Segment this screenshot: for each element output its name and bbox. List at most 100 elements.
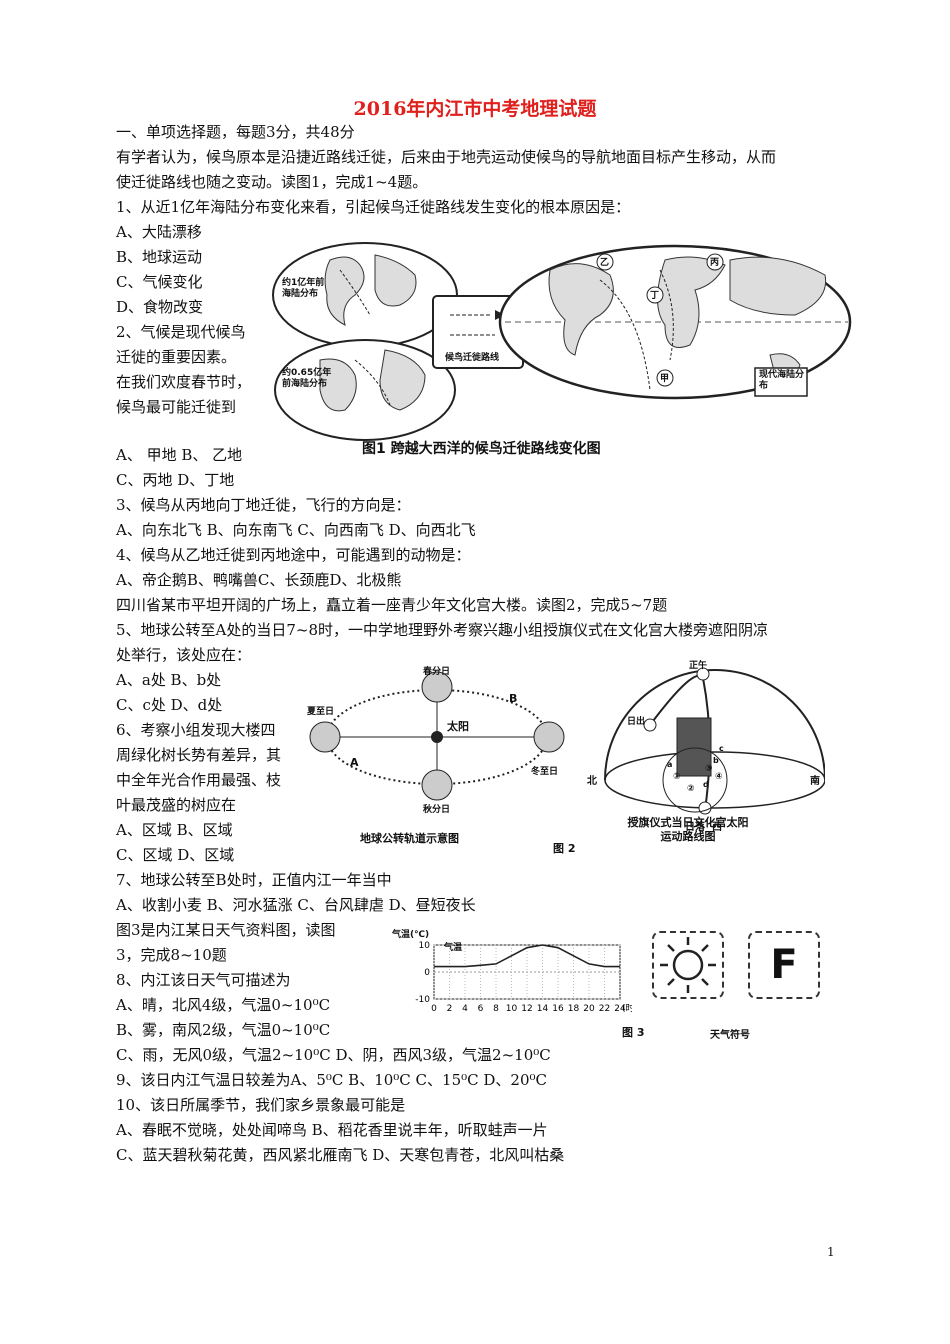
option: C、蓝天碧秋菊花黄，西风紧北雁南飞 D、天寒包青苍，北风叫枯桑	[116, 1146, 565, 1164]
question-5: 5、地球公转至A处的当日7~8时，一中学地理野外考察兴趣小组授旗仪式在文化宫大楼…	[116, 621, 769, 639]
chart-series-label: 气温	[444, 943, 463, 953]
page-number: 1	[827, 1245, 835, 1259]
question-2: 候鸟最可能迁徙到	[116, 398, 237, 416]
y-tick-label: -10	[415, 995, 430, 1005]
zone-a: a	[667, 760, 673, 769]
label-b: B	[509, 692, 518, 705]
label-spring-equinox: 春分日	[423, 667, 451, 677]
x-tick-label: 20	[583, 1004, 595, 1014]
question-6: 6、考察小组发现大楼四	[116, 721, 276, 739]
x-tick-label: 18	[568, 1004, 580, 1014]
zone-c: c	[719, 744, 724, 753]
question-6: 叶最茂盛的树应在	[116, 796, 237, 814]
figure-3-number: 图 3	[622, 1026, 645, 1039]
place-ding: 丁	[650, 291, 660, 301]
option: A、帝企鹅B、鸭嘴兽C、长颈鹿D、北极熊	[116, 571, 402, 589]
label-sunset: 日落	[685, 822, 705, 833]
option: C、雨，无风0级，气温2~10⁰C D、阴，西风3级，气温2~10⁰C	[116, 1046, 551, 1064]
label-south: 南	[810, 776, 820, 787]
option: A、春眠不觉晓，处处闻啼鸟 B、稻花香里说丰年，听取蛙声一片	[116, 1121, 548, 1139]
chart-ylabel: 气温(℃)	[392, 930, 430, 940]
intro-text: 3，完成8~10题	[116, 946, 227, 964]
intro-text: 四川省某市平坦开阔的广场上，矗立着一座青少年文化宫大楼。读图2，完成5~7题	[116, 596, 668, 614]
question-10: 10、该日所属季节，我们家乡景象最可能是	[116, 1096, 406, 1114]
option: C、区域 D、区域	[116, 846, 235, 864]
weather-symbol-label: 天气符号	[710, 1030, 750, 1041]
x-tick-label: 24	[614, 1004, 626, 1014]
intro-text: 有学者认为，候鸟原本是沿捷近路线迁徙，后来由于地壳运动使候鸟的导航地面目标产生移…	[116, 148, 777, 166]
label-sun: 太阳	[447, 720, 469, 733]
figure-1-migration-map: 约1亿年前海陆分布 约0.65亿年前海陆分布 候鸟迁徙路线 现代海陆分布 乙 丙…	[270, 240, 852, 470]
question-9: 9、该日内江气温日较差为A、5⁰C B、10⁰C C、15⁰C D、20⁰C	[116, 1071, 547, 1089]
intro-text: 使迁徙路线也随之变动。读图1，完成1~4题。	[116, 173, 428, 191]
figure-2-left-caption: 地球公转轨道示意图	[360, 832, 459, 845]
option: D、食物改变	[116, 298, 204, 316]
question-4: 4、候鸟从乙地迁徙到丙地途中，可能遇到的动物是：	[116, 546, 471, 564]
zone-4: ④	[715, 772, 723, 782]
x-tick-label: 16	[552, 1004, 564, 1014]
temperature-series-line	[434, 944, 620, 968]
label-migration-route: 候鸟迁徙路线	[445, 353, 500, 363]
x-tick-label: 22	[599, 1004, 610, 1014]
zone-3: ③	[705, 764, 713, 774]
x-tick-label: 12	[521, 1004, 532, 1014]
question-7: 7、地球公转至B处时，正值内江一年当中	[116, 871, 392, 889]
question-3: 3、候鸟从丙地向丁地迁徙，飞行的方向是：	[116, 496, 411, 514]
sun-icon	[660, 937, 716, 993]
x-tick-label: 10	[506, 1004, 518, 1014]
question-5: 处举行，该处应在：	[116, 646, 252, 664]
option: B、雾，南风2级，气温0~10⁰C	[116, 1021, 331, 1039]
section-heading: 一、单项选择题，每题3分，共48分	[116, 123, 355, 141]
question-2: 迁徙的重要因素。	[116, 348, 237, 366]
page-title: 2016年内江市中考地理试题	[353, 98, 597, 120]
label-winter-solstice: 冬至日	[531, 767, 559, 777]
question-2: 在我们欢度春节时，	[116, 373, 252, 391]
zone-d: d	[703, 780, 709, 789]
label-autumn-equinox: 秋分日	[423, 805, 451, 815]
label-sunrise: 日出	[627, 717, 646, 727]
figure-2: 春分日 夏至日 秋分日 冬至日 太阳 A B 正午 日出 北 南 日落 西 a …	[305, 660, 825, 855]
wind-symbol-box: F	[748, 931, 820, 999]
y-tick-label: 0	[424, 968, 430, 978]
question-8: 8、内江该日天气可描述为	[116, 971, 291, 989]
option: A、向东北飞 B、向东南飞 C、向西南飞 D、向西北飞	[116, 521, 476, 539]
zone-1: ①	[673, 772, 681, 782]
option: A、收割小麦 B、河水猛涨 C、台风肆虐 D、昼短夜长	[116, 896, 476, 914]
label-north: 北	[587, 776, 597, 787]
option: A、a处 B、b处	[116, 671, 222, 689]
question-6: 周绿化树长势有差异，其	[116, 746, 282, 764]
x-tick-label: 14	[537, 1004, 549, 1014]
figure-2-number: 图 2	[553, 842, 576, 855]
label-modern: 现代海陆分布	[759, 370, 805, 391]
label-100ma: 约1亿年前海陆分布	[282, 278, 325, 299]
option: B、地球运动	[116, 248, 203, 266]
zone-b: b	[713, 756, 719, 765]
x-tick-label: 4	[462, 1004, 468, 1014]
option: C、丙地 D、丁地	[116, 471, 235, 489]
place-jia: 甲	[660, 374, 670, 384]
intro-text: 图3是内江某日天气资料图，读图	[116, 921, 336, 939]
x-tick-label: 8	[493, 1004, 499, 1014]
label-noon: 正午	[689, 661, 708, 671]
option: A、大陆漂移	[116, 223, 202, 241]
option: A、 甲地 B、 乙地	[116, 446, 243, 464]
question-6: 中全年光合作用最强、枝	[116, 771, 282, 789]
label-65ma: 约0.65亿年前海陆分布	[282, 368, 332, 389]
option: A、区域 B、区域	[116, 821, 233, 839]
zone-2: ②	[687, 784, 695, 794]
option: A、晴，北风4级，气温0~10⁰C	[116, 996, 331, 1014]
figure-1-caption: 图1 跨越大西洋的候鸟迁徙路线变化图	[362, 441, 601, 457]
x-tick-label: 6	[478, 1004, 484, 1014]
place-yi: 乙	[600, 258, 610, 268]
option: C、c处 D、d处	[116, 696, 223, 714]
figure-2-right-caption: 授旗仪式当日文化宫太阳运动路线图	[627, 816, 749, 843]
x-tick-label: 2	[447, 1004, 453, 1014]
place-bing: 丙	[710, 258, 720, 268]
question-1: 1、从近1亿年海陆分布变化来看，引起候鸟迁徙路线发生变化的根本原因是：	[116, 198, 631, 216]
weather-symbol-box	[652, 931, 724, 999]
label-summer-solstice: 夏至日	[307, 707, 335, 717]
label-a: A	[350, 756, 359, 769]
x-axis-unit: (时)	[622, 1002, 632, 1014]
